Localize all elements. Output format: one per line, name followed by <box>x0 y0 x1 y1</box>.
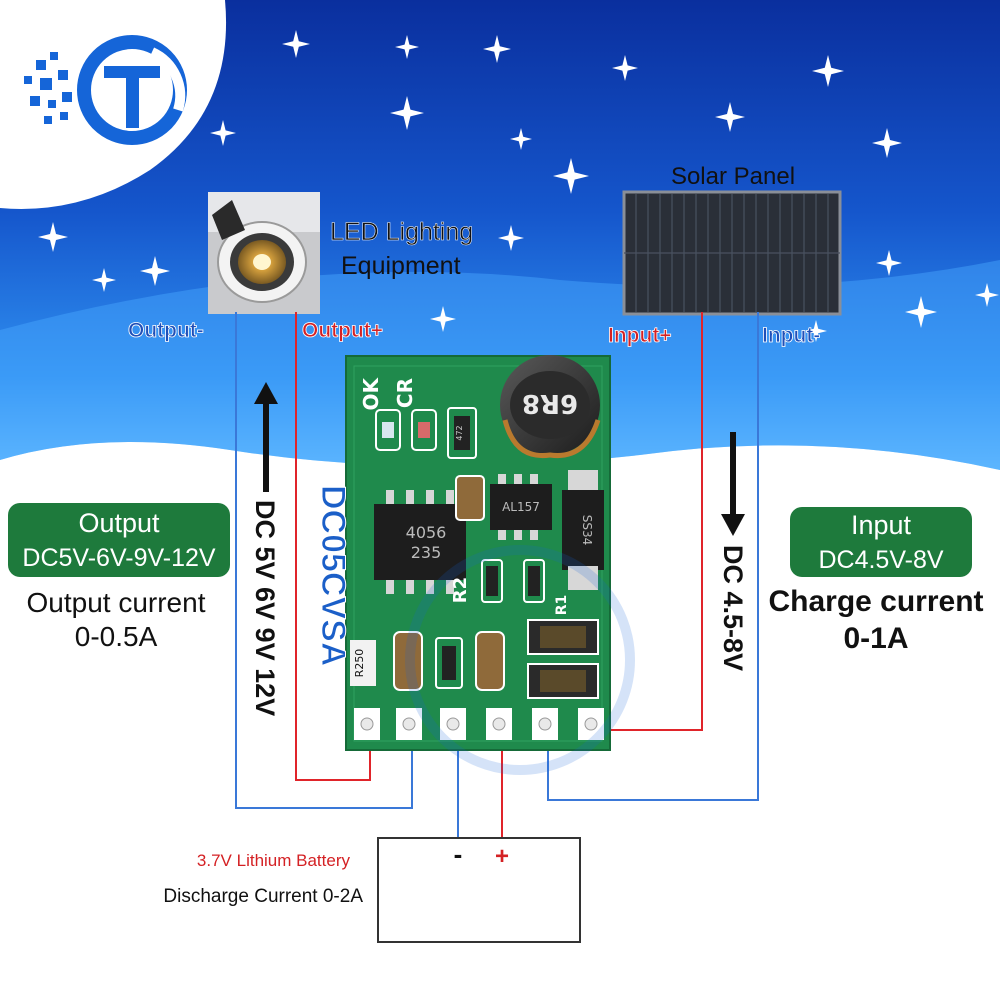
brand-logo-icon <box>0 0 227 209</box>
input-plus-label: Input+ <box>608 324 672 347</box>
output-plus-label: Output+ <box>302 319 383 342</box>
output-voltage-vertical: DC 5V 6V 9V 12V <box>250 500 280 716</box>
charge-current-label: Charge current <box>768 585 983 618</box>
resistor-472 <box>447 407 477 459</box>
led-ok <box>375 409 401 451</box>
diode-ss34: SS34 <box>562 470 604 590</box>
led-cr <box>411 409 437 451</box>
battery-discharge: Discharge Current 0-2A <box>163 886 363 907</box>
silk-r1: R1 <box>554 595 570 616</box>
battery-box <box>377 837 581 943</box>
sky-background <box>0 0 1000 470</box>
chip-4056: 4056 235 <box>374 490 466 594</box>
output-badge-value: DC5V-6V-9V-12V <box>22 544 215 572</box>
resistor-r250 <box>350 640 376 686</box>
wire-output-minus <box>235 312 413 809</box>
chip-small-label: AL157 <box>502 500 540 514</box>
watermark-circle <box>405 545 635 775</box>
input-badge-title: Input <box>851 510 912 540</box>
diode-label: SS34 <box>580 515 594 546</box>
resistor-1001 <box>435 637 463 689</box>
input-voltage-vertical: DC 4.5-8V <box>718 545 748 671</box>
pcb-board: OK CR 472 6R8 4056 235 <box>314 355 611 751</box>
resistor-2001 <box>481 559 503 603</box>
wire-output-plus <box>295 312 371 781</box>
capacitor-2 <box>393 631 423 691</box>
wire-input-plus <box>590 312 703 731</box>
arrow-down-icon <box>721 432 745 536</box>
inductor-label: 6R8 <box>522 388 578 418</box>
output-badge-title: Output <box>78 508 160 538</box>
wire-input-minus <box>547 312 759 801</box>
led-lighting-photo <box>208 192 320 314</box>
led-label-line2: Equipment <box>341 252 461 280</box>
solar-panel-photo <box>622 190 842 316</box>
arrow-up-icon <box>254 382 278 492</box>
battery-title: 3.7V Lithium Battery <box>197 851 351 870</box>
inductor-6r8: 6R8 <box>500 355 601 459</box>
chip-al157: AL157 <box>490 474 552 540</box>
resistor-2006 <box>523 559 545 603</box>
chip-main-label-2: 235 <box>411 543 442 562</box>
input-badge-value: DC4.5V-8V <box>818 546 943 574</box>
input-badge <box>790 507 972 577</box>
battery-plus-label: + <box>495 843 509 870</box>
solar-panel-label: Solar Panel <box>671 163 795 190</box>
output-badge <box>8 503 230 577</box>
chip-main-label: 4056 <box>406 523 447 542</box>
output-current-label: Output current <box>27 587 206 618</box>
charge-current-value: 0-1A <box>843 622 908 655</box>
wires <box>235 312 759 840</box>
silk-cr: CR <box>393 378 417 408</box>
output-current-value: 0-0.5A <box>75 621 158 652</box>
board-model: DC05CVSA <box>314 485 352 666</box>
silk-ok: OK <box>359 376 383 410</box>
battery-minus-label: - <box>454 839 463 869</box>
led-label-line1: LED Lighting <box>330 218 473 246</box>
resistor-472-label: 472 <box>455 425 464 440</box>
capacitor <box>455 475 485 521</box>
input-minus-label: Input- <box>762 324 820 347</box>
terminal-pads <box>354 708 604 740</box>
capacitor-3 <box>475 631 505 691</box>
resistor-r250-label: R250 <box>353 649 366 678</box>
output-minus-label: Output- <box>128 319 204 342</box>
silk-r2: R2 <box>450 577 471 603</box>
